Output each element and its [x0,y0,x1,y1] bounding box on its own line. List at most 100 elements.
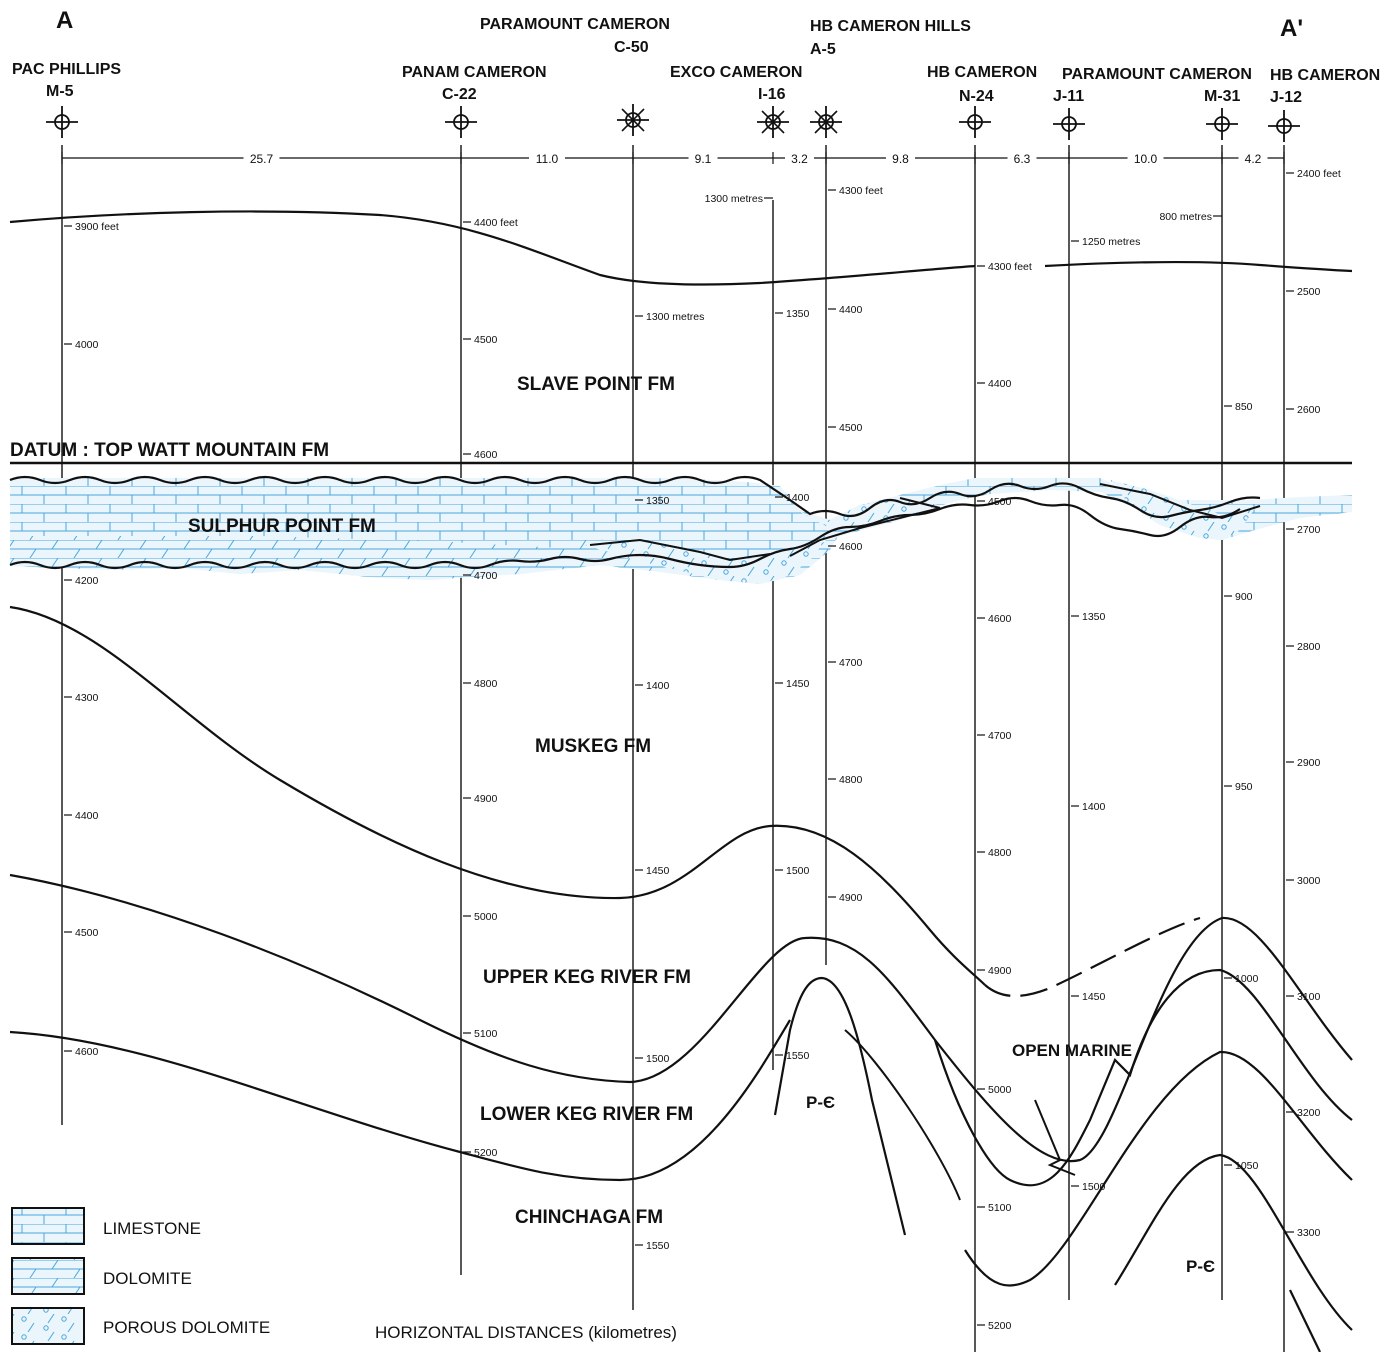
muskeg-base-dashed [984,916,1201,998]
depth-label: 1350 [646,495,670,507]
gas-well-symbol-icon [617,104,649,136]
section-end-right: A' [1280,15,1303,42]
legend-label-dolomite: DOLOMITE [103,1269,192,1288]
depth-label: 1050 [1235,1160,1259,1172]
well-j11 [1053,108,1085,1300]
well-id-j12: J-12 [1270,89,1302,106]
dry-well-symbol-icon [1206,108,1238,140]
depth-label: 2700 [1297,524,1321,536]
depth-label: 950 [1235,781,1253,793]
well-id-a5: A-5 [810,41,836,58]
depth-label: 1550 [786,1050,810,1062]
depth-label: 4900 [839,892,863,904]
datum-label: DATUM : TOP WATT MOUNTAIN FM [10,440,329,461]
depth-label: 4600 [839,541,863,553]
legend-swatch-porous-dolomite [11,1307,85,1345]
depth-label: 3200 [1297,1107,1321,1119]
horizontal-distance-caption: HORIZONTAL DISTANCES (kilometres) [375,1323,677,1342]
depth-label: 1350 [1082,611,1106,623]
slave-point-top-horizon [9,210,1353,286]
depth-label: 1450 [646,865,670,877]
dry-well-symbol-icon [959,106,991,138]
depth-label: 4600 [75,1046,99,1058]
section-end-left: A [56,7,73,34]
depth-label: 4700 [839,657,863,669]
formation-label-sulphur-point: SULPHUR POINT FM [188,516,376,537]
depth-label: 5000 [474,911,498,923]
depth-label: 3000 [1297,875,1321,887]
sulphur-base-unconformity [9,496,1241,570]
depth-label: 1450 [786,678,810,690]
depth-label: 4600 [474,449,498,461]
depth-label: 4800 [474,678,498,690]
depth-label: 5200 [474,1147,498,1159]
well-m31 [1206,108,1238,1300]
depth-label: 2900 [1297,757,1321,769]
depth-label: 3900 feet [75,221,119,233]
depth-label: 4900 [474,793,498,805]
well-name-i16: EXCO CAMERON [670,64,802,81]
well-name-m5: PAC PHILLIPS [12,61,121,78]
depth-label: 3100 [1297,991,1321,1003]
well-id-m5: M-5 [46,83,74,100]
dry-well-symbol-icon [46,106,78,138]
well-id-j11: J-11 [1053,88,1084,105]
depth-label: 4400 [988,378,1012,390]
formation-label-slave-point: SLAVE POINT FM [517,374,675,395]
well-name-c50: PARAMOUNT CAMERON [480,16,670,33]
depth-label: 1400 [786,492,810,504]
depth-label: 2500 [1297,286,1321,298]
distance-label: 9.1 [695,152,712,166]
well-j12 [1268,110,1300,1352]
depth-label: 1550 [646,1240,670,1252]
depth-label: 800 metres [1159,211,1212,223]
depth-label: 5200 [988,1320,1012,1332]
formation-label-upper-keg: UPPER KEG RIVER FM [483,967,691,988]
depth-label: 4500 [474,334,498,346]
depth-label: 2400 feet [1297,168,1341,180]
precambrian-label-right: P-Є [1186,1257,1215,1276]
depth-label: 5000 [988,1084,1012,1096]
distance-label: 10.0 [1134,152,1158,166]
legend-label-porous-dolomite: POROUS DOLOMITE [103,1318,270,1337]
legend-swatch-limestone [11,1207,85,1245]
well-name-j12: HB CAMERON R [1270,67,1383,84]
depth-label: 1400 [646,680,670,692]
depth-label: 1350 [786,308,810,320]
depth-label: 3300 [1297,1227,1321,1239]
sulphur-point-carbonate [10,478,1352,584]
distance-label: 6.3 [1014,152,1031,166]
depth-label: 4700 [988,730,1012,742]
formation-label-lower-keg: LOWER KEG RIVER FM [480,1104,693,1125]
depth-label: 1300 metres [646,311,704,323]
well-c50 [617,104,649,1310]
depth-label: 4300 [75,692,99,704]
formation-label-chinchaga: CHINCHAGA FM [515,1207,663,1228]
depth-label: 1250 metres [1082,236,1140,248]
well-id-i16: I-16 [758,86,786,103]
well-id-m31: M-31 [1204,88,1241,105]
depth-label: 1300 metres [705,193,763,205]
depth-label: 4300 feet [988,261,1032,273]
depth-label: 4500 [75,927,99,939]
sulphur-top-unconformity [9,475,1261,519]
well-id-n24: N-24 [959,88,994,105]
well-id-c50: C-50 [614,39,649,56]
depth-label: 1400 [1082,801,1106,813]
depth-label: 4700 [474,570,498,582]
dry-well-symbol-icon [445,106,477,138]
well-name-a5: HB CAMERON HILLS [810,18,971,35]
depth-label: 4800 [839,774,863,786]
precambrian-high [773,976,907,1236]
depth-label: 5100 [988,1202,1012,1214]
depth-label: 4600 [988,613,1012,625]
well-name-n24: HB CAMERON [927,64,1037,81]
depth-label: 4400 [75,810,99,822]
upper-keg-base-horizon [9,873,1223,1163]
depth-label: 900 [1235,591,1253,603]
depth-label: 4300 feet [839,185,883,197]
depth-label: 2800 [1297,641,1321,653]
distance-label: 11.0 [536,152,559,166]
depth-label: 4400 [839,304,863,316]
